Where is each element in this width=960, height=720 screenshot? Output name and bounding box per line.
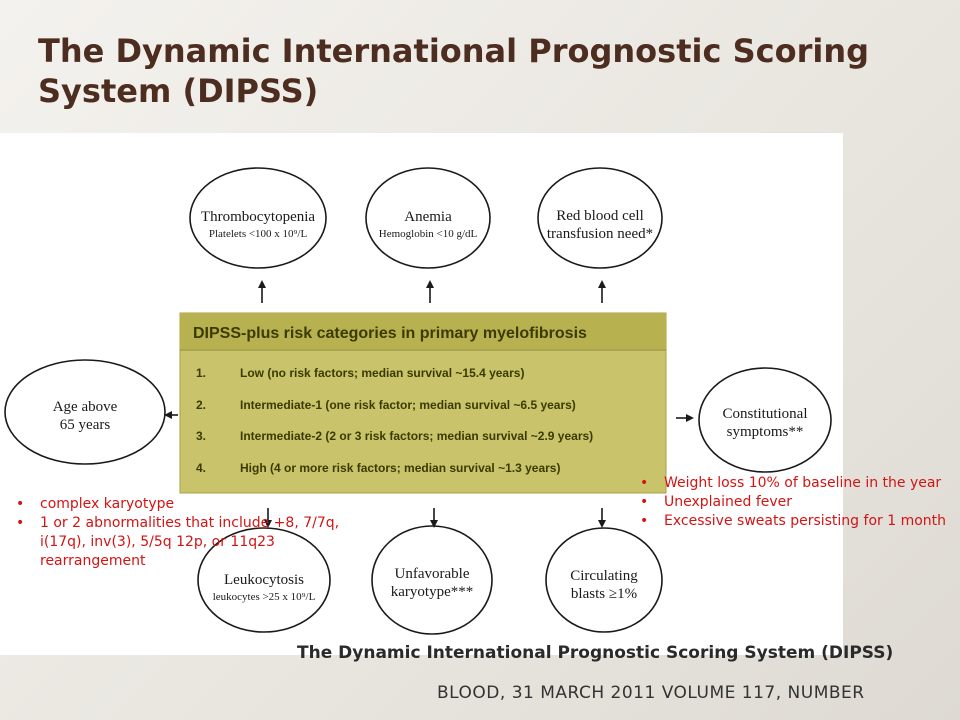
risk-item-2-num: 2.: [196, 398, 206, 412]
node-leukocytosis-title: Leukocytosis: [224, 572, 304, 588]
note-complex-karyotype: complex karyotype: [12, 495, 342, 514]
note-excessive-sweats: Excessive sweats persisting for 1 month: [636, 512, 954, 531]
node-rbc-transfusion: Red blood cell transfusion need*: [537, 167, 663, 269]
node-age-line-1: Age above: [53, 399, 118, 415]
node-anemia-sub: Hemoglobin <10 g/dL: [379, 228, 478, 240]
node-blasts-line-1: Circulating: [570, 568, 638, 584]
risk-item-4-text: High (4 or more risk factors; median sur…: [240, 461, 560, 475]
node-constitutional: Constitutional symptoms**: [698, 367, 832, 473]
risk-box-heading-band: [180, 313, 666, 349]
node-constitutional-ellipse: [698, 367, 832, 473]
note-unexplained-fever: Unexplained fever: [636, 493, 958, 512]
constitutional-symptoms-notes: Weight loss 10% of baseline in the year …: [636, 474, 958, 531]
slide-title-line-1: The Dynamic International Prognostic Sco…: [38, 32, 869, 70]
karyotype-notes: complex karyotype 1 or 2 abnormalities t…: [12, 495, 342, 571]
node-thrombocytopenia-sub: Platelets <100 x 10⁹/L: [209, 228, 308, 240]
node-thrombocytopenia-ellipse: [189, 167, 327, 269]
node-age-line-2: 65 years: [60, 417, 111, 433]
citation: BLOOD, 31 MARCH 2011 VOLUME 117, NUMBER: [437, 683, 865, 703]
risk-item-2-text: Intermediate-1 (one risk factor; median …: [240, 398, 576, 412]
risk-item-3-num: 3.: [196, 429, 206, 443]
note-weight-loss: Weight loss 10% of baseline in the year: [636, 474, 958, 493]
node-rbc-ellipse: [537, 167, 663, 269]
node-blasts-line-2: blasts ≥1%: [571, 586, 637, 602]
node-anemia-title: Anemia: [404, 209, 452, 225]
node-thrombocytopenia-title: Thrombocytopenia: [201, 209, 315, 225]
node-anemia-ellipse: [365, 167, 491, 269]
node-blasts-ellipse: [545, 527, 663, 633]
risk-item-3-text: Intermediate-2 (2 or 3 risk factors; med…: [240, 429, 593, 443]
risk-box-heading: DIPSS-plus risk categories in primary my…: [193, 325, 587, 342]
node-leukocytosis-sub: leukocytes >25 x 10⁹/L: [213, 591, 316, 603]
slide-title: The Dynamic International Prognostic Sco…: [38, 32, 938, 111]
note-abnormalities: 1 or 2 abnormalities that include +8, 7/…: [12, 514, 342, 571]
node-rbc-line-2: transfusion need*: [547, 226, 653, 242]
node-rbc-line-1: Red blood cell: [556, 208, 643, 224]
node-thrombocytopenia: Thrombocytopenia Platelets <100 x 10⁹/L: [189, 167, 327, 269]
slide-title-line-2: System (DIPSS): [38, 71, 319, 110]
node-blasts: Circulating blasts ≥1%: [545, 527, 663, 633]
risk-categories-box: DIPSS-plus risk categories in primary my…: [179, 312, 667, 494]
risk-item-1-text: Low (no risk factors; median survival ~1…: [240, 366, 524, 380]
risk-item-4-num: 4.: [196, 461, 206, 475]
node-karyotype-line-2: karyotype***: [391, 584, 473, 600]
node-karyotype: Unfavorable karyotype***: [371, 525, 493, 635]
node-karyotype-line-1: Unfavorable: [395, 566, 470, 582]
node-constitutional-line-1: Constitutional: [722, 406, 807, 422]
node-age: Age above 65 years: [4, 359, 166, 465]
node-constitutional-line-2: symptoms**: [727, 424, 804, 440]
figure-caption: The Dynamic International Prognostic Sco…: [297, 643, 894, 663]
risk-item-1-num: 1.: [196, 366, 206, 380]
node-anemia: Anemia Hemoglobin <10 g/dL: [365, 167, 491, 269]
